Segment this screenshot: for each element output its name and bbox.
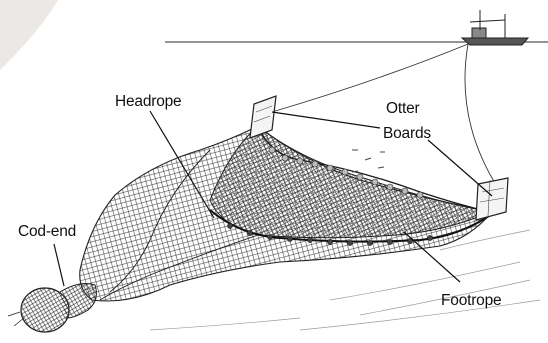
fish-marks [352, 150, 385, 172]
warp-cable-upper [272, 44, 468, 112]
otter-board-icon-lower [476, 178, 508, 220]
corner-shadow [0, 0, 58, 70]
trawler-boat-icon [462, 10, 528, 45]
cod-end-bag [8, 284, 96, 332]
leader-otter-lower [428, 140, 492, 196]
label-headrope: Headrope [115, 93, 181, 110]
warp-cable-lower [465, 44, 498, 188]
label-footrope: Footrope [441, 292, 501, 309]
leader-cod-end [54, 244, 64, 286]
trawl-net-top-panel [210, 126, 490, 238]
label-cod-end: Cod-end [18, 223, 76, 240]
label-otter: Otter [386, 100, 419, 117]
leader-otter-upper [272, 112, 380, 128]
label-boards: Boards [383, 125, 431, 142]
otter-board-icon [250, 96, 276, 138]
